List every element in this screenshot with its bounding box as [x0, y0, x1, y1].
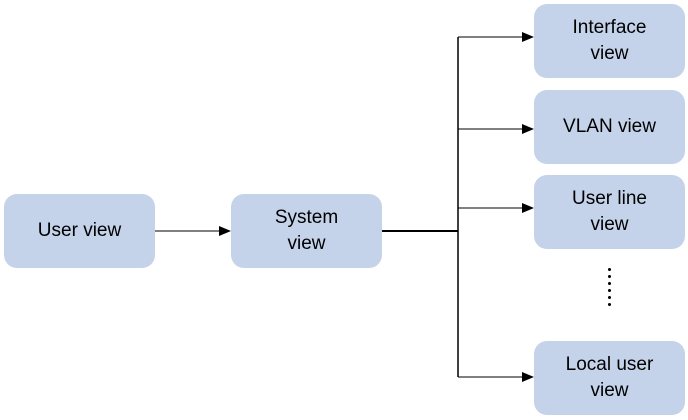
local-user-view-label: Local user view [565, 354, 654, 401]
vlan-view-label: VLAN view [563, 116, 656, 137]
user-line-view-node: User line view [534, 175, 685, 249]
system-view-node: System view [231, 194, 382, 268]
interface-view-node: Interface view [534, 4, 685, 78]
interface-view-label: Interface view [572, 17, 647, 64]
vlan-view-node: VLAN view [534, 90, 685, 164]
more-views-ellipsis [604, 268, 614, 312]
user-view-node: User view [4, 194, 155, 268]
system-view-label: System view [274, 207, 339, 254]
user-line-view-label: User line view [572, 188, 647, 235]
user-view-label: User view [37, 220, 122, 241]
local-user-view-node: Local user view [534, 341, 685, 415]
